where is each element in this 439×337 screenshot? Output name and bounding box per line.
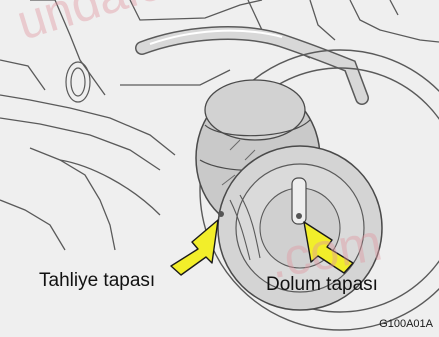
drain-plug [218, 211, 224, 217]
fill-plug-label: Dolum tapası [266, 274, 378, 296]
drain-plug-label: Tahliye tapası [39, 270, 155, 292]
fill-plug [296, 213, 302, 219]
figure-code: G100A01A [379, 318, 433, 330]
